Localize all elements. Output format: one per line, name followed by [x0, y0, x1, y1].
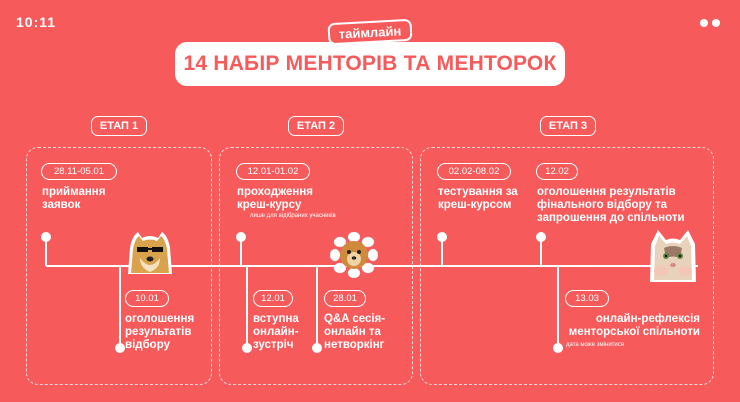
timeline-tag: таймлайн [327, 19, 412, 45]
connector [119, 266, 121, 347]
stage-1-label: ЕТАП 1 [91, 116, 147, 136]
timeline-dot [553, 343, 563, 353]
doge-sticker [126, 228, 174, 276]
page-title: 14 НАБІР МЕНТОРІВ ТА МЕНТОРОК [175, 42, 565, 86]
connector [316, 266, 318, 347]
event-note: лише для відібраних учасників [250, 213, 336, 219]
timeline-dot [236, 232, 246, 242]
event-date: 28.11-05.01 [41, 163, 117, 180]
event-date: 12.01-01.02 [236, 163, 310, 180]
connector [246, 266, 248, 347]
stage-2-label: ЕТАП 2 [288, 116, 344, 136]
event-date: 02.02-08.02 [437, 163, 511, 180]
event-date: 28.01 [324, 290, 366, 307]
flower-dog-sticker [330, 232, 378, 278]
stage-3-label: ЕТАП 3 [540, 116, 596, 136]
event-date: 12.01 [253, 290, 293, 307]
event-note: дата може змінитися [566, 342, 624, 348]
timeline-dot [242, 343, 252, 353]
timeline-dot [115, 343, 125, 353]
connector [557, 266, 559, 347]
cat-sticker [646, 228, 700, 284]
dots-icon [700, 19, 720, 27]
brand-logo: 10:11 [16, 14, 56, 30]
event-date: 12.02 [536, 163, 578, 180]
timeline-dot [41, 232, 51, 242]
timeline-dot [437, 232, 447, 242]
event-date: 10.01 [125, 290, 169, 307]
timeline-dot [312, 343, 322, 353]
event-date: 13.03 [565, 290, 609, 307]
timeline-dot [536, 232, 546, 242]
